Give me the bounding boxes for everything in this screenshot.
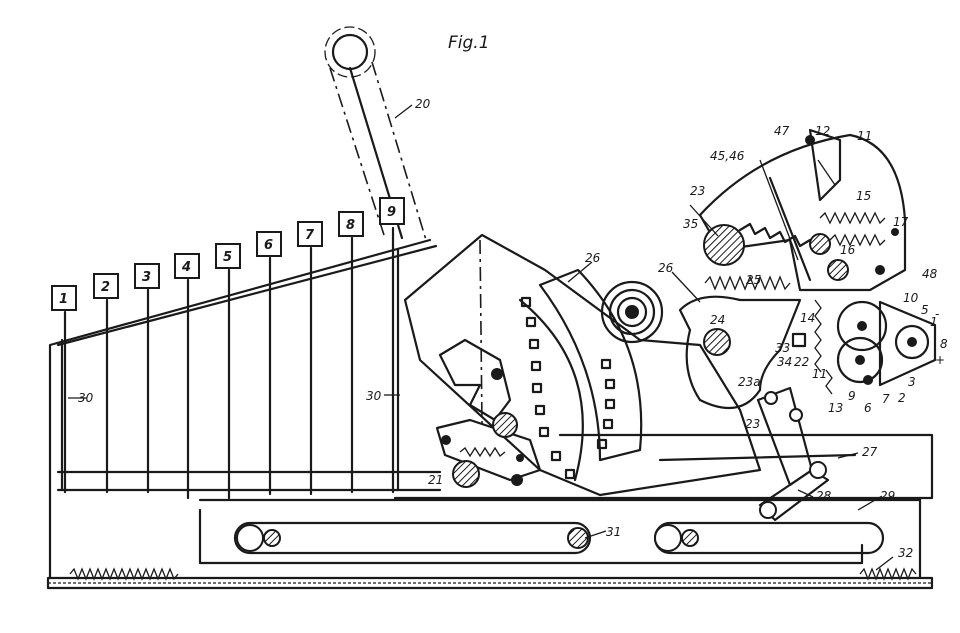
label-27: 27 xyxy=(862,445,878,459)
label-14: 14 xyxy=(800,311,815,325)
label-26-lever: 26 xyxy=(658,261,674,275)
spring-drum xyxy=(600,280,664,344)
label-47: 47 xyxy=(774,124,790,138)
sector-teeth xyxy=(520,296,616,480)
key-2[interactable]: 2 xyxy=(93,273,119,494)
label-20: 20 xyxy=(415,97,431,111)
leader-lines xyxy=(68,104,894,571)
key-7-label: 7 xyxy=(305,228,315,243)
key-bank: 1 2 3 4 5 6 7 xyxy=(51,197,405,500)
label-1: 1 xyxy=(930,315,938,329)
label-31: 31 xyxy=(606,525,621,539)
label-16: 16 xyxy=(840,243,856,257)
key-4[interactable]: 4 xyxy=(174,253,200,500)
label-3: 3 xyxy=(908,375,916,389)
label-8: 8 xyxy=(940,337,948,351)
key-8-label: 8 xyxy=(346,218,355,233)
label-23a: 23a xyxy=(738,375,761,389)
key-1-label: 1 xyxy=(59,292,68,307)
label-plus: + xyxy=(935,353,945,367)
label-13: 13 xyxy=(828,401,843,415)
label-25: 25 xyxy=(746,273,761,287)
label-48: 48 xyxy=(922,267,938,281)
label-32: 32 xyxy=(898,546,913,560)
label-minus: - xyxy=(935,307,939,321)
label-21: 21 xyxy=(428,473,443,487)
label-12: 12 xyxy=(815,124,830,138)
key-2-label: 2 xyxy=(101,280,110,295)
label-10: 10 xyxy=(903,291,919,305)
label-2: 2 xyxy=(898,391,906,405)
catch-mechanism xyxy=(435,338,542,486)
label-35: 35 xyxy=(683,217,698,231)
label-17: 17 xyxy=(893,215,909,229)
return-spring-32 xyxy=(69,567,917,581)
label-45-46: 45,46 xyxy=(710,149,745,163)
label-30-right: 30 xyxy=(366,389,382,403)
reference-numerals: 20 26 26 25 24 23 23 23a 35 45,46 47 12 … xyxy=(78,97,948,560)
key-9[interactable]: 9 xyxy=(379,197,405,494)
key-6[interactable]: 6 xyxy=(256,231,282,496)
base-plate xyxy=(46,576,934,590)
label-15: 15 xyxy=(856,189,871,203)
shaft-21 xyxy=(452,460,480,488)
label-5: 5 xyxy=(921,303,929,317)
label-11-upper: 11 xyxy=(857,129,872,143)
key-1[interactable]: 1 xyxy=(51,285,77,494)
hand-lever-20[interactable] xyxy=(324,26,427,241)
label-33: 33 xyxy=(775,341,790,355)
label-26-sector: 26 xyxy=(585,251,601,265)
label-30-left: 30 xyxy=(78,391,94,405)
label-22: 22 xyxy=(794,355,809,369)
link-assembly xyxy=(658,386,857,522)
key-6-label: 6 xyxy=(264,238,273,253)
key-7[interactable]: 7 xyxy=(297,221,323,496)
key-3[interactable]: 3 xyxy=(134,263,160,494)
label-24: 24 xyxy=(710,313,725,327)
key-3-label: 3 xyxy=(142,270,151,285)
key-8[interactable]: 8 xyxy=(338,211,364,494)
label-29: 29 xyxy=(880,489,895,503)
key-5[interactable]: 5 xyxy=(215,243,241,500)
toothed-sector-26 xyxy=(403,233,762,497)
gear-train xyxy=(791,299,937,395)
label-11-lower: 11 xyxy=(812,367,827,381)
figure-title: Fig.1 xyxy=(448,33,490,53)
key-5-label: 5 xyxy=(223,250,232,265)
upper-sector-11 xyxy=(698,128,907,292)
label-23-upper: 23 xyxy=(690,184,705,198)
lever-24 xyxy=(678,275,802,410)
label-34: 34 xyxy=(777,355,792,369)
label-7: 7 xyxy=(882,392,890,406)
label-9: 9 xyxy=(848,389,856,403)
key-9-label: 9 xyxy=(387,205,396,220)
key-4-label: 4 xyxy=(181,260,191,275)
label-23-lower: 23 xyxy=(745,417,760,431)
slide-rails-31 xyxy=(233,521,885,555)
label-28: 28 xyxy=(816,489,832,503)
label-6: 6 xyxy=(864,401,872,415)
